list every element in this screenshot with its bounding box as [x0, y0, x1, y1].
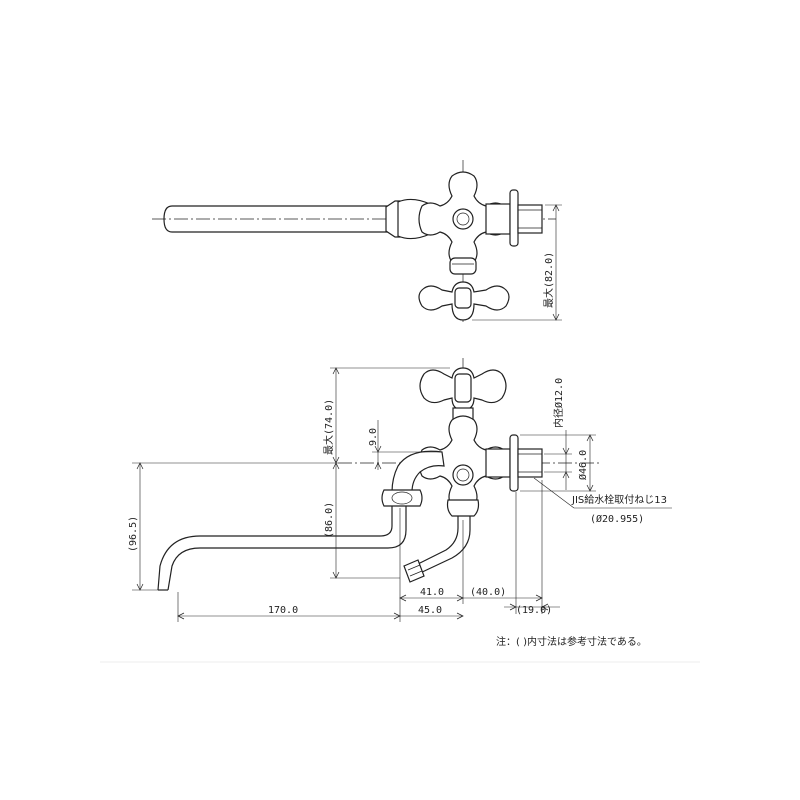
- dim-body-width: 45.0: [418, 605, 442, 616]
- arrow-9-bottom: [374, 462, 382, 470]
- arrow-19-right: [541, 603, 549, 611]
- dim-thread-length: (19.0): [516, 605, 552, 616]
- arrow-41-left: [399, 594, 407, 602]
- top-spindle: [449, 257, 477, 275]
- arrow-9-top: [374, 445, 382, 453]
- arrow-46-bottom: [586, 484, 594, 492]
- top-spout-pipe: [163, 205, 388, 233]
- top-connector: [485, 203, 511, 235]
- arrow-41-right: [456, 594, 464, 602]
- arrow-19-left: [509, 603, 517, 611]
- arrow-12-top: [562, 447, 570, 455]
- front-hose-barb-line-2: [409, 570, 423, 577]
- top-handle-hub: [452, 208, 474, 230]
- arrow-45-right: [456, 612, 464, 620]
- dim-spout-to-center: 41.0: [420, 587, 444, 598]
- top-dim-arrow-bottom: [552, 313, 560, 321]
- front-hose-outlet: [413, 509, 471, 575]
- front-hex-nut-face: [391, 491, 413, 505]
- dim-overall-height: (96.5): [128, 516, 139, 552]
- callout-thread-diameter: (Ø20.955): [590, 513, 644, 525]
- front-spout-outer: [167, 506, 407, 591]
- dim-top-max-height: 最大(82.0): [542, 252, 555, 308]
- dim-center-to-wall: (40.0): [470, 587, 506, 598]
- top-side-handle-hub: [454, 287, 472, 309]
- top-thread: [517, 204, 543, 234]
- arrow-96-top: [136, 462, 144, 470]
- front-hose-barb-line-1: [407, 564, 421, 571]
- dim-front-max-height: 最大(74.0): [322, 399, 335, 455]
- arrow-12-bottom: [562, 471, 570, 479]
- front-spout-inner: [157, 506, 393, 591]
- callout-thread-spec: JIS給水栓取付ねじ13: [571, 493, 667, 506]
- arrow-40-right: [535, 594, 543, 602]
- top-dim-arrow-top: [552, 204, 560, 212]
- dim-body-height: (86.0): [324, 502, 335, 538]
- front-handle-hub: [452, 464, 474, 486]
- front-view: 最大(74.0) 9.0 (86.0) (96.5) 170.0: [128, 358, 672, 648]
- front-connector: [485, 448, 511, 478]
- arrow-46-top: [586, 434, 594, 442]
- front-lower-knob: [446, 499, 480, 517]
- front-hex-nut: [381, 489, 423, 507]
- front-handle-hub-inner: [456, 468, 470, 482]
- reference-note: 注：( )内寸法は参考寸法である。: [496, 635, 647, 648]
- top-wall-flange: [509, 189, 519, 247]
- dim-gap: 9.0: [368, 428, 379, 446]
- front-thread: [517, 448, 543, 478]
- arrow-170-left: [177, 612, 185, 620]
- top-view: 最大(82.0): [152, 160, 562, 322]
- dim-outer-diameter: Ø46.0: [577, 450, 589, 480]
- front-wall-flange: [509, 434, 519, 492]
- dim-inner-diameter: 内径Ø12.0: [552, 378, 565, 428]
- arrow-86-bottom: [332, 571, 340, 579]
- arrow-96-bottom: [136, 583, 144, 591]
- callout-leader: [533, 477, 575, 509]
- dim-spout-length: 170.0: [268, 605, 298, 616]
- top-handle-hub-inner: [456, 212, 470, 226]
- arrow-74-top: [332, 367, 340, 375]
- front-upper-handle-hub: [454, 373, 472, 403]
